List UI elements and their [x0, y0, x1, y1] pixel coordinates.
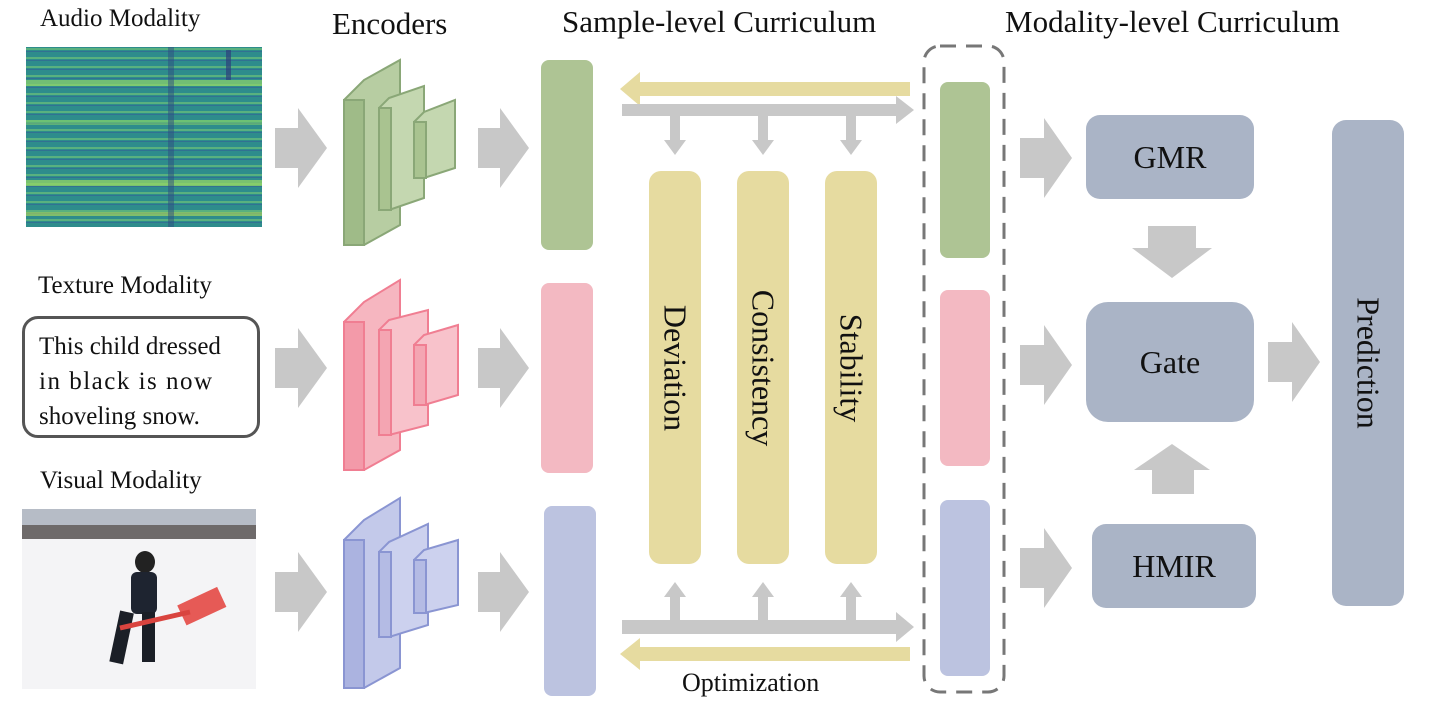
- input-arrows: [275, 108, 529, 632]
- optimization-arrows: [620, 72, 910, 670]
- optimization-label: Optimization: [682, 668, 820, 697]
- curriculum-dashed-group: [922, 44, 1006, 694]
- prediction-label: Prediction: [1350, 297, 1387, 429]
- texture-text-line-1: This child dressed: [39, 333, 221, 360]
- audio-curriculum-feature: [940, 82, 990, 258]
- audio-modality-label: Audio Modality: [40, 5, 201, 32]
- texture-text-box: This child dressed in black is now shove…: [22, 316, 260, 438]
- sample-flow-arrows: [622, 96, 914, 642]
- audio-feature: [541, 60, 593, 250]
- visual-image: [22, 509, 256, 689]
- encoders-title: Encoders: [332, 6, 448, 41]
- texture-curriculum-feature: [940, 290, 990, 466]
- stability-metric: Stability: [825, 171, 877, 564]
- hmir-module: HMIR: [1092, 524, 1256, 608]
- visual-curriculum-feature: [940, 500, 990, 676]
- stability-label: Stability: [833, 313, 870, 422]
- consistency-metric: Consistency: [737, 171, 789, 564]
- texture-encoder: [343, 278, 459, 471]
- texture-text-line-2: in black is now: [39, 368, 214, 395]
- modality-curriculum-title: Modality-level Curriculum: [1005, 4, 1340, 39]
- prediction-module: Prediction: [1332, 120, 1404, 606]
- audio-encoder: [343, 58, 456, 246]
- deviation-metric: Deviation: [649, 171, 701, 564]
- gate-module: Gate: [1086, 302, 1254, 422]
- texture-text-line-3: shoveling snow.: [39, 403, 200, 430]
- consistency-label: Consistency: [745, 289, 782, 446]
- visual-encoder: [343, 496, 459, 689]
- audio-spectrogram: [26, 47, 262, 227]
- module-arrows: [1020, 118, 1320, 608]
- deviation-label: Deviation: [657, 304, 694, 431]
- visual-modality-label: Visual Modality: [40, 467, 202, 494]
- sample-curriculum-title: Sample-level Curriculum: [562, 4, 877, 39]
- texture-feature: [541, 283, 593, 473]
- gmr-module: GMR: [1086, 115, 1254, 199]
- texture-modality-label: Texture Modality: [38, 272, 212, 299]
- visual-feature: [544, 506, 596, 696]
